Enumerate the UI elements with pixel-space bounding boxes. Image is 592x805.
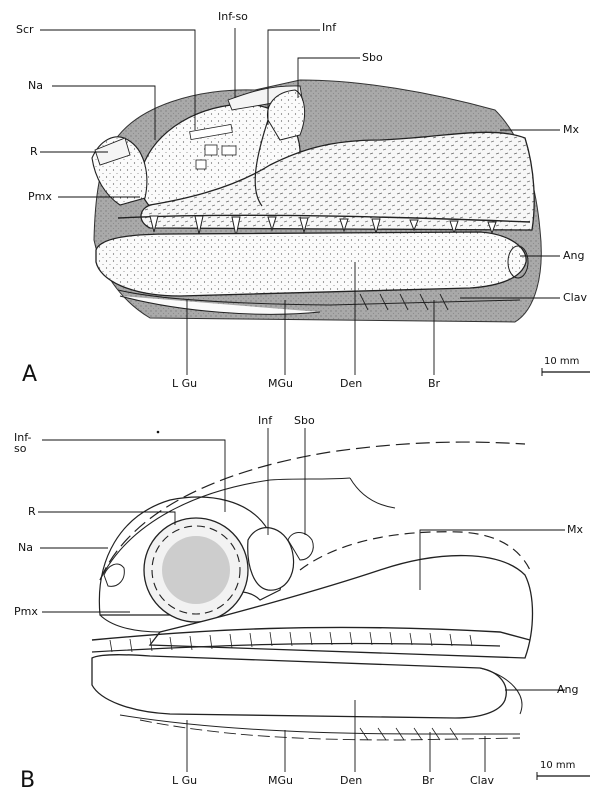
label-scr: Scr xyxy=(16,24,34,35)
label-na: Na xyxy=(18,542,33,553)
label-ang: Ang xyxy=(563,250,584,261)
reconstruction-drawing xyxy=(0,400,592,805)
label-inf-so: Inf- so xyxy=(14,432,31,454)
label-inf: Inf xyxy=(322,22,336,33)
label-sbo: Sbo xyxy=(362,52,383,63)
label-den: Den xyxy=(340,378,362,389)
label-inf: Inf xyxy=(258,415,272,426)
label-lgu: L Gu xyxy=(172,775,197,786)
fossil-skull-drawing xyxy=(0,0,592,400)
scale-bar-label-a: 10 mm xyxy=(544,356,579,367)
label-lgu: L Gu xyxy=(172,378,197,389)
label-r: R xyxy=(28,506,36,517)
label-sbo: Sbo xyxy=(294,415,315,426)
label-mx: Mx xyxy=(563,124,579,135)
label-den: Den xyxy=(340,775,362,786)
scale-bar-label-b: 10 mm xyxy=(540,760,575,771)
label-r: R xyxy=(30,146,38,157)
panel-letter-b: B xyxy=(20,768,35,793)
label-mx: Mx xyxy=(567,524,583,535)
label-mgu: MGu xyxy=(268,775,293,786)
label-pmx: Pmx xyxy=(14,606,38,617)
label-pmx: Pmx xyxy=(28,191,52,202)
label-clav: Clav xyxy=(563,292,587,303)
label-mgu: MGu xyxy=(268,378,293,389)
label-br: Br xyxy=(422,775,434,786)
label-na: Na xyxy=(28,80,43,91)
panel-b: Inf- so Inf Sbo R Na Pmx Mx Ang L Gu MGu… xyxy=(0,400,592,805)
label-clav: Clav xyxy=(470,775,494,786)
panel-letter-a: A xyxy=(22,362,37,387)
label-inf-so: Inf-so xyxy=(218,11,248,22)
label-ang: Ang xyxy=(557,684,578,695)
panel-a: Scr Inf-so Inf Sbo Na R Pmx Mx Ang Clav … xyxy=(0,0,592,400)
label-br: Br xyxy=(428,378,440,389)
